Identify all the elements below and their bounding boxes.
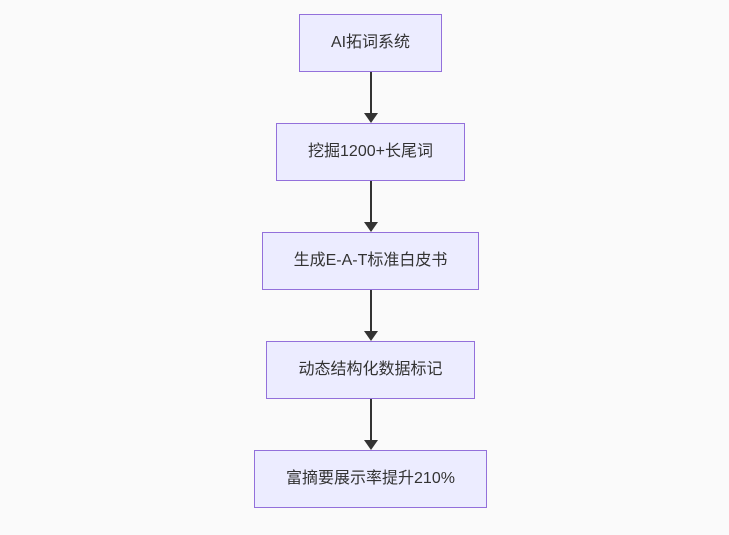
- flow-edge-4: [363, 399, 378, 450]
- arrow-line: [369, 72, 372, 113]
- flowchart-canvas: AI拓词系统 挖掘1200+长尾词 生成E-A-T标准白皮书 动态结构化数据标记…: [6, 0, 729, 535]
- flow-edge-2: [363, 181, 378, 232]
- flow-node-label: 生成E-A-T标准白皮书: [293, 252, 448, 269]
- flow-node-label: 动态结构化数据标记: [298, 361, 443, 378]
- flow-node-structured-data-markup: 动态结构化数据标记: [266, 341, 475, 399]
- flow-node-rich-snippet-uplift: 富摘要展示率提升210%: [254, 450, 487, 508]
- arrow-line: [369, 181, 372, 222]
- arrow-line: [369, 399, 372, 440]
- flow-edge-3: [363, 290, 378, 341]
- flow-node-label: 挖掘1200+长尾词: [308, 143, 433, 160]
- arrow-head-icon: [363, 222, 378, 232]
- flow-node-eat-whitepaper: 生成E-A-T标准白皮书: [261, 232, 480, 290]
- flow-edge-1: [363, 72, 378, 123]
- flow-node-label: AI拓词系统: [330, 34, 411, 51]
- flow-node-label: 富摘要展示率提升210%: [286, 470, 455, 487]
- flow-node-longtail-mining: 挖掘1200+长尾词: [276, 123, 465, 181]
- arrow-head-icon: [363, 113, 378, 123]
- arrow-head-icon: [363, 331, 378, 341]
- flow-node-ai-keyword-system: AI拓词系统: [298, 14, 443, 72]
- arrow-head-icon: [363, 440, 378, 450]
- arrow-line: [369, 290, 372, 331]
